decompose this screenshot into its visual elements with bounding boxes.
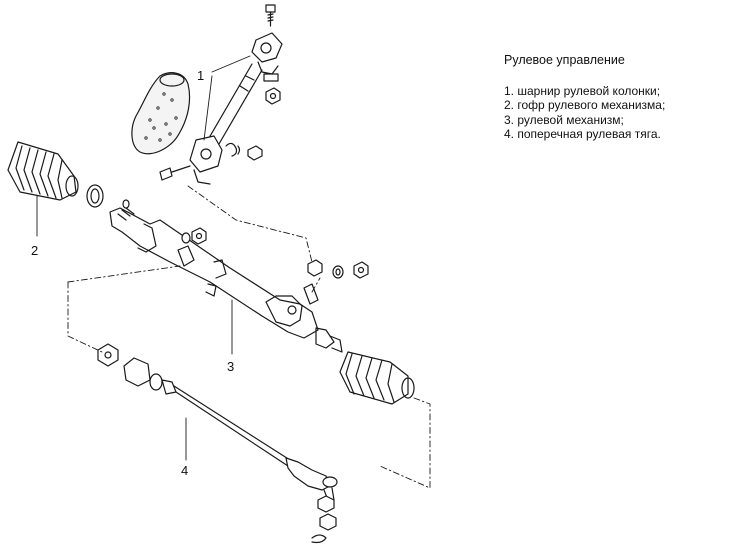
lock-clip — [225, 142, 241, 157]
leader-lines — [36, 55, 251, 461]
rack-nut — [191, 227, 369, 279]
rack-washer — [181, 232, 344, 279]
legend-item: 1. шарнир рулевой колонки; — [504, 83, 661, 98]
steering-column-joint — [131, 4, 283, 185]
callout-1: 1 — [197, 68, 205, 83]
column-boot — [131, 72, 191, 155]
right-rack-boot — [339, 351, 415, 405]
lower-yoke — [189, 135, 223, 185]
left-rack-boot — [7, 141, 79, 201]
callout-2: 2 — [31, 243, 39, 258]
legend-item: 2. гофр рулевого механизма; — [504, 98, 666, 113]
reference-lines — [67, 185, 431, 489]
legend-title: Рулевое управление — [504, 53, 625, 67]
column-bolt — [265, 4, 276, 27]
legend: Рулевое управление 1. шарнир рулевой кол… — [504, 53, 665, 142]
legend-list: 1. шарнир рулевой колонки; 2. гофр рулев… — [504, 84, 665, 142]
legend-item: 3. рулевой механизм; — [504, 112, 624, 127]
callout-3: 3 — [227, 359, 235, 374]
steering-rack — [109, 207, 343, 353]
tie-rod — [123, 357, 338, 501]
intermediate-shaft — [201, 63, 263, 157]
rack-clamp-ring — [86, 184, 104, 208]
upper-yoke — [251, 32, 283, 82]
small-washer — [122, 199, 130, 209]
pinch-bolt — [159, 165, 191, 181]
ball-joint-parts — [311, 495, 337, 544]
tie-rod-nut — [97, 343, 119, 367]
callout-4: 4 — [181, 463, 189, 478]
legend-item: 4. поперечная рулевая тяга. — [504, 127, 661, 142]
column-nut — [247, 87, 281, 161]
